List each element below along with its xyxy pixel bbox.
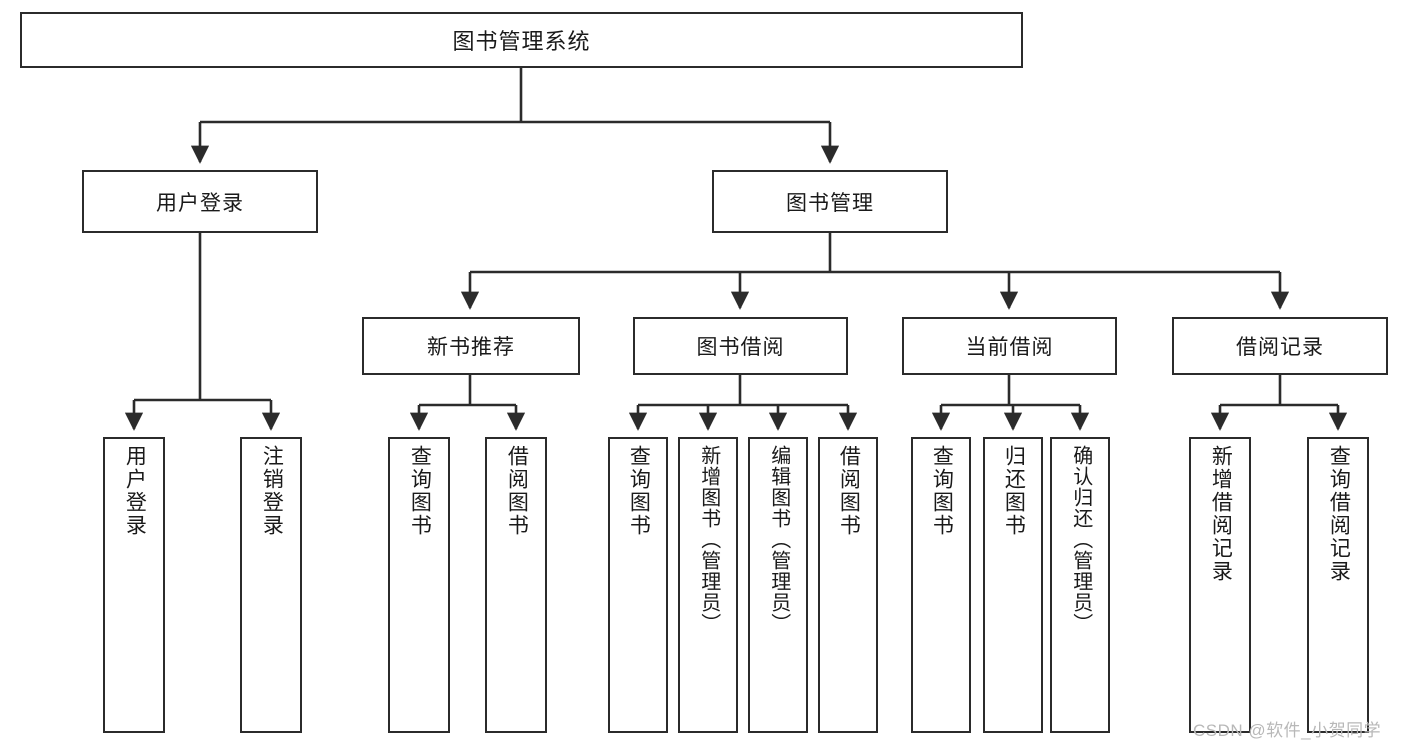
node-book-borrowing[interactable]: 图书借阅 (633, 317, 848, 375)
leaf-label: 查询图书 (408, 445, 432, 537)
leaf-add-borrow-record[interactable]: 新增借阅记录 (1189, 437, 1251, 733)
leaf-label: 借阅图书 (837, 445, 861, 537)
leaf-label: 新增借阅记录 (1209, 445, 1233, 583)
leaf-query-borrow-record[interactable]: 查询借阅记录 (1307, 437, 1369, 733)
leaf-return-book[interactable]: 归还图书 (983, 437, 1043, 733)
leaf-query-book-newbook[interactable]: 查询图书 (388, 437, 450, 733)
node-borrowing-record[interactable]: 借阅记录 (1172, 317, 1388, 375)
leaf-query-book-borrow[interactable]: 查询图书 (608, 437, 668, 733)
node-current-borrowing[interactable]: 当前借阅 (902, 317, 1117, 375)
node-new-book-recommendation[interactable]: 新书推荐 (362, 317, 580, 375)
node-user-login[interactable]: 用户登录 (82, 170, 318, 233)
leaf-query-book-current[interactable]: 查询图书 (911, 437, 971, 733)
leaf-label: 用户登录 (123, 445, 147, 537)
leaf-label: 注销登录 (260, 445, 284, 537)
leaf-edit-book-admin[interactable]: 编辑图书（管理员） (748, 437, 808, 733)
node-book-management[interactable]: 图书管理 (712, 170, 948, 233)
leaf-user-login[interactable]: 用户登录 (103, 437, 165, 733)
node-root-system[interactable]: 图书管理系统 (20, 12, 1023, 68)
leaf-label: 新增图书（管理员） (697, 445, 720, 634)
leaf-label: 借阅图书 (505, 445, 529, 537)
leaf-borrow-book-newbook[interactable]: 借阅图书 (485, 437, 547, 733)
leaf-label: 查询图书 (627, 445, 651, 537)
leaf-label: 查询图书 (930, 445, 954, 537)
watermark-credit: CSDN @软件_小贺同学 (1193, 721, 1382, 740)
leaf-label: 确认归还（管理员） (1069, 445, 1092, 634)
leaf-add-book-admin[interactable]: 新增图书（管理员） (678, 437, 738, 733)
leaf-logout[interactable]: 注销登录 (240, 437, 302, 733)
leaf-label: 归还图书 (1002, 445, 1026, 537)
leaf-label: 查询借阅记录 (1327, 445, 1351, 583)
leaf-label: 编辑图书（管理员） (767, 445, 790, 634)
leaf-confirm-return-admin[interactable]: 确认归还（管理员） (1050, 437, 1110, 733)
leaf-borrow-book[interactable]: 借阅图书 (818, 437, 878, 733)
